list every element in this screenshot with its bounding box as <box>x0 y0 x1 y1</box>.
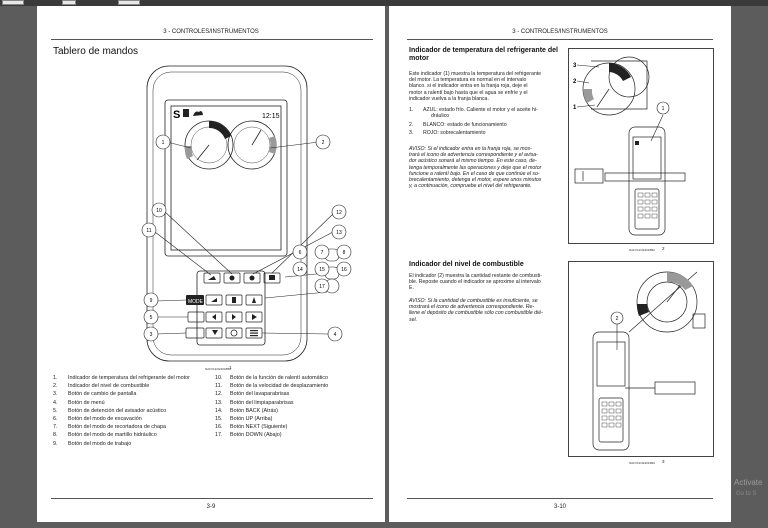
aviso-paragraph: AVISO: Si el indicador entra en la franj… <box>409 146 542 190</box>
svg-text:14: 14 <box>297 267 303 273</box>
list-item: 1.AZUL: estado frío. Caliente el motor y… <box>409 107 538 113</box>
viewer-top-strip <box>0 0 768 6</box>
figure-code: NAFV12CE3018BA <box>205 367 232 371</box>
color-list: 1.AZUL: estado frío. Caliente el motor y… <box>409 107 538 137</box>
svg-text:3: 3 <box>150 332 153 338</box>
activation-watermark: Activate <box>734 478 763 487</box>
page-title: Tablero de mandos <box>53 46 139 57</box>
aviso-paragraph: AVISO: Si la cantidad de combustible es … <box>409 298 543 323</box>
page-3-9: 3 - CONTROLES/INSTRUMENTOS Tablero de ma… <box>37 6 385 522</box>
svg-text:17: 17 <box>319 284 325 290</box>
legend-item: 9.Botón del modo de trabajo <box>53 440 132 447</box>
svg-text:11: 11 <box>146 228 151 234</box>
page-number: 3-9 <box>206 504 216 510</box>
list-item-cont: dráulico <box>431 113 450 120</box>
legend-item: 10.Botón de la función de ralentí automá… <box>215 375 328 381</box>
list-item: 3.ROJO: sobrecalentamiento <box>409 130 486 137</box>
legend-col-2: 10.Botón de la función de ralentí automá… <box>215 374 328 440</box>
svg-text:6: 6 <box>299 250 302 256</box>
horn-stop-button[interactable] <box>187 311 205 323</box>
legend-item: 7.Botón del modo de recortadora de chapa <box>53 424 166 431</box>
figure-number: 3 <box>662 459 665 464</box>
section-title: Indicador de temperatura del refrigerant… <box>409 47 558 62</box>
header-rule <box>51 39 373 40</box>
footer-rule <box>407 498 713 499</box>
figure-code: NAFV12CE3019BA <box>629 461 656 465</box>
legend-item: 5.Botón de detención del avisador acústi… <box>53 407 167 414</box>
legend-item: 13.Botón del limpiaparabrisas <box>215 399 294 406</box>
svg-text:16: 16 <box>341 267 347 273</box>
figure-temp-gauge: 3 2 1 1 <box>568 48 714 244</box>
svg-text:10: 10 <box>156 208 162 214</box>
legend-item: 6.Botón del modo de excavación <box>53 415 142 422</box>
svg-text:7: 7 <box>321 250 324 256</box>
legend-item: 16.Botón NEXT (Siguiente) <box>215 424 288 431</box>
svg-text:2: 2 <box>616 316 619 322</box>
screen-change-button[interactable] <box>185 327 205 339</box>
svg-text:4: 4 <box>334 332 337 338</box>
section-paragraph: Este indicador (1) muestra la temperatur… <box>409 71 542 102</box>
svg-text:2: 2 <box>573 79 577 85</box>
footer-rule <box>51 498 373 499</box>
figure-fuel-gauge: 2 <box>568 261 714 457</box>
page-3-10: 3 - CONTROLES/INSTRUMENTOS Indicador de … <box>389 6 731 522</box>
legend-col-1: 1.Indicador de temperatura del refrigera… <box>53 374 190 448</box>
svg-text:15: 15 <box>319 267 325 273</box>
viewer-tab[interactable] <box>118 0 140 5</box>
list-item: 2.BLANCO: estado de funcionamiento <box>409 121 507 128</box>
figure-number: 1 <box>229 365 232 370</box>
legend-item: 14.Botón BACK (Atrás) <box>215 407 278 414</box>
screen-clock: 12:15 <box>262 113 280 120</box>
screen-mode-letter: S <box>173 109 180 121</box>
svg-text:13: 13 <box>336 230 342 236</box>
legend-item: 11.Botón de la velocidad de desplazamien… <box>215 383 329 390</box>
figure-code: NAFV12CE3018BA <box>629 248 656 252</box>
viewer-tab[interactable] <box>62 0 76 5</box>
page-header: 3 - CONTROLES/INSTRUMENTOS <box>163 29 259 35</box>
legend-item: 12.Botón del lavaparabrisas <box>215 391 290 398</box>
page-header: 3 - CONTROLES/INSTRUMENTOS <box>512 29 608 35</box>
legend-item: 8.Botón del modo de martillo hidráulico <box>53 432 157 439</box>
svg-text:3: 3 <box>573 63 577 69</box>
callout-cluster: 6 7 8 14 15 16 17 <box>292 244 352 294</box>
section-title: Indicador del nivel de combustible <box>409 261 524 268</box>
figure-number: 2 <box>662 246 665 251</box>
svg-text:9: 9 <box>150 298 153 304</box>
activation-watermark-sub: Go to S <box>736 491 757 497</box>
legend-item: 4.Botón de menú <box>53 399 105 406</box>
svg-text:8: 8 <box>343 250 346 256</box>
svg-text:5: 5 <box>150 315 153 321</box>
svg-text:1: 1 <box>573 105 577 111</box>
svg-text:1: 1 <box>662 106 665 112</box>
header-rule <box>407 39 713 40</box>
legend-item: 17.Botón DOWN (Abajo) <box>215 432 282 439</box>
svg-text:12: 12 <box>336 210 342 216</box>
legend-item: 2.Indicador del nivel de combustible <box>53 383 150 390</box>
svg-text:2: 2 <box>322 140 325 146</box>
control-panel-figure: S 12:15 MODE <box>141 65 347 362</box>
legend-item: 15.Botón UP (Arriba) <box>215 415 273 422</box>
legend-item: 3.Botón de cambio de pantalla <box>53 391 137 398</box>
section-paragraph: El indicador (2) muestra la cantidad res… <box>409 273 542 292</box>
svg-text:1: 1 <box>162 140 165 146</box>
mode-button-label: MODE <box>188 299 204 305</box>
viewer-tab[interactable] <box>2 0 24 5</box>
legend-item: 1.Indicador de temperatura del refrigera… <box>53 375 190 381</box>
page-number: 3-10 <box>553 504 566 510</box>
mode-button[interactable] <box>186 295 204 305</box>
